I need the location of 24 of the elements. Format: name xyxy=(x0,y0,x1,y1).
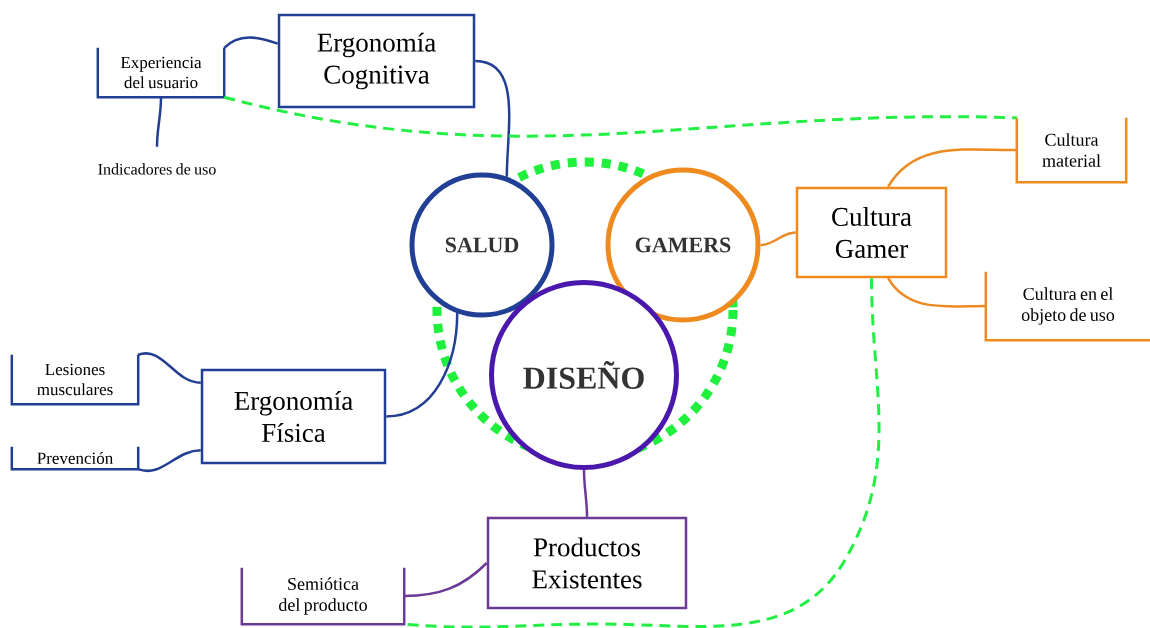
text-label: Indicadores de uso xyxy=(98,163,216,175)
connector-line xyxy=(155,97,163,147)
bracket-label: Cultura en el objeto de uso xyxy=(984,271,1150,342)
connector-line xyxy=(582,469,589,517)
connector-line xyxy=(760,231,796,247)
connector-line xyxy=(887,277,986,308)
dashed-connector xyxy=(404,278,881,628)
topic-box: Ergonomía Física xyxy=(200,368,387,465)
bracket-label: Cultura material xyxy=(1015,117,1128,184)
connector-line xyxy=(223,36,279,49)
connector-line xyxy=(475,59,511,177)
topic-box: Productos Existentes xyxy=(486,516,688,610)
connector-line xyxy=(386,313,459,418)
connector-line xyxy=(137,352,201,384)
topic-box: Ergonomía Cognitiva xyxy=(277,13,476,109)
dashed-connector xyxy=(223,95,1017,138)
bracket-label: Experiencia del usuario xyxy=(96,47,226,99)
topic-box: Cultura Gamer xyxy=(795,186,948,279)
bracket-label: Lesiones musculares xyxy=(10,354,140,406)
connector-line xyxy=(404,562,488,598)
connector-line xyxy=(887,148,1017,188)
bracket-label: Prevención xyxy=(10,446,140,471)
connector-line xyxy=(137,449,201,472)
bracket-label: Semiótica del producto xyxy=(240,567,406,626)
